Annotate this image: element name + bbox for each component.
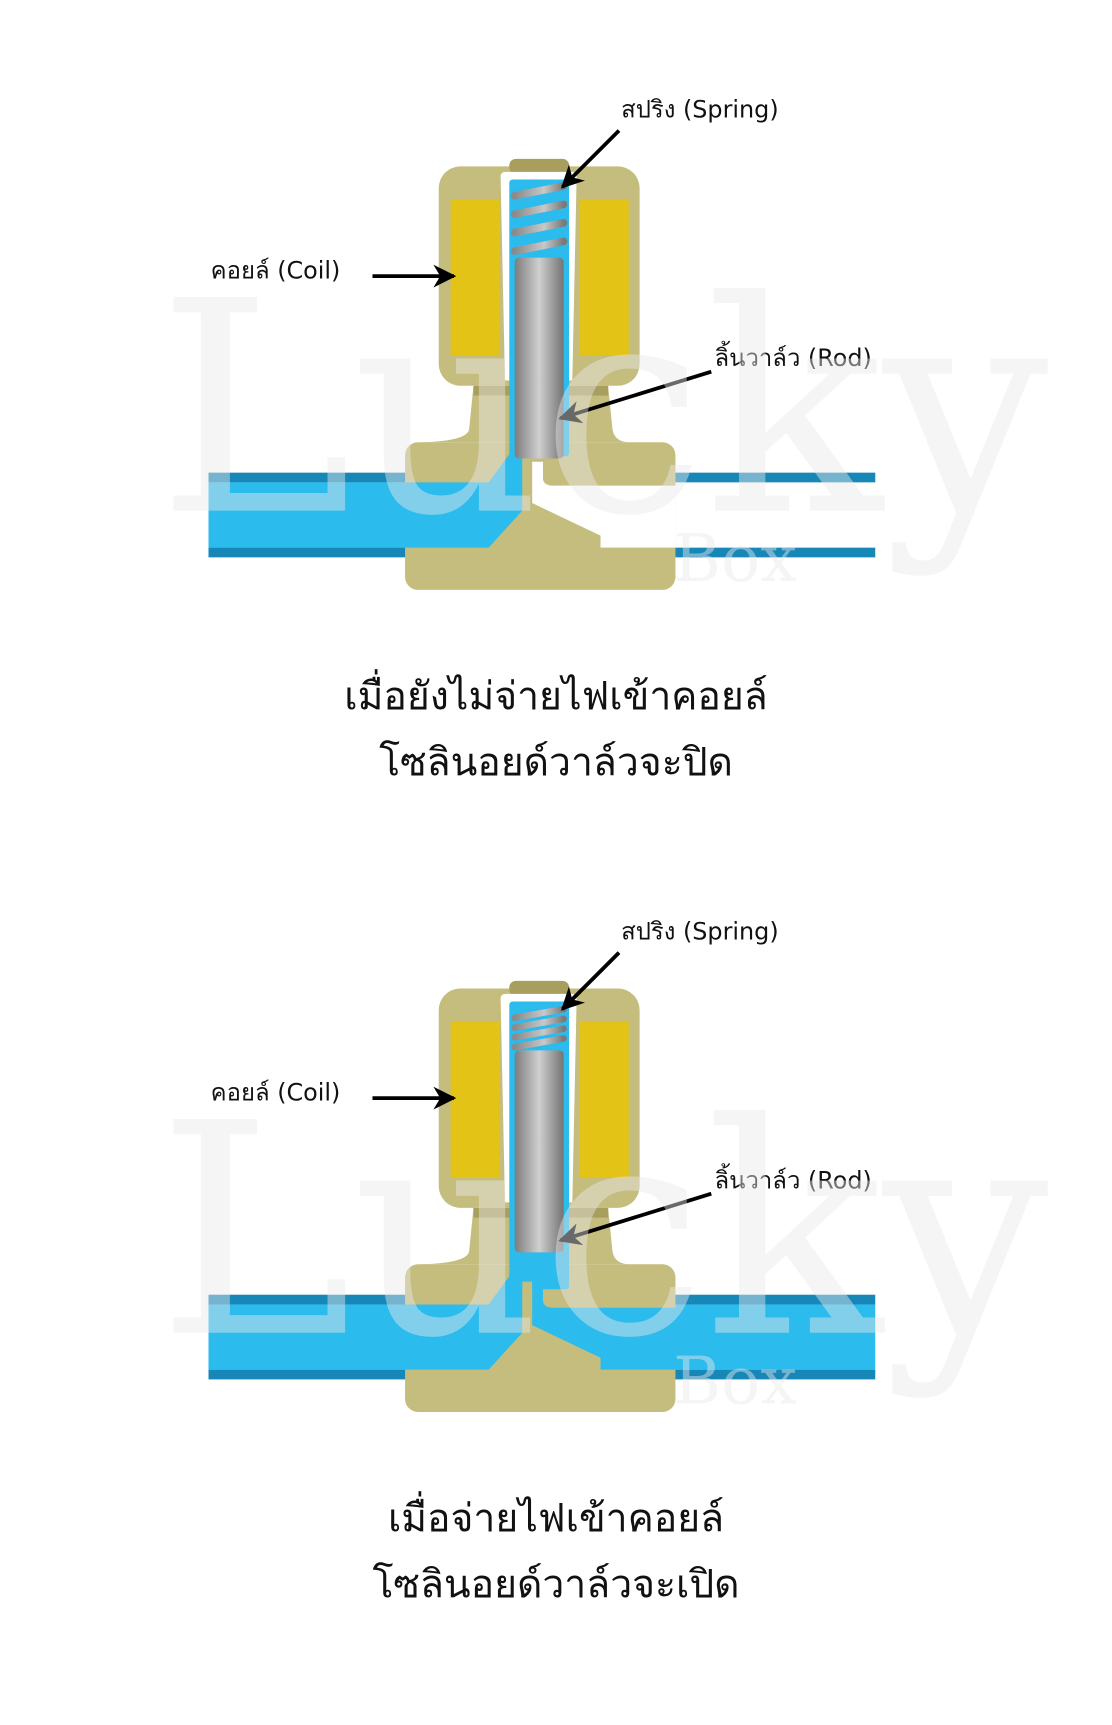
coil-right <box>579 198 629 356</box>
outlet-pipe-top-wall <box>651 472 876 483</box>
tube-cap <box>509 980 570 997</box>
inlet-water <box>208 454 523 548</box>
rod-arrow <box>558 1191 712 1246</box>
coil-right <box>579 1021 629 1178</box>
rod <box>514 257 564 459</box>
rod-label: ลิ้นวาล์ว (Rod) <box>715 1163 872 1194</box>
tube-cap <box>509 158 570 175</box>
caption-line-1: เมื่อจ่ายไฟเข้าคอยล์ <box>388 1490 724 1541</box>
watermark-lucky: Lucky <box>157 240 1048 581</box>
spring <box>510 182 568 255</box>
rod-arrow <box>558 369 712 424</box>
coil-label: คอยล์ (Coil) <box>211 256 341 284</box>
rod <box>514 1050 564 1253</box>
caption-line-1: เมื่อยังไม่จ่ายไฟเข้าคอยล์ <box>344 668 768 719</box>
valve-stem <box>522 1281 533 1333</box>
spring-arrow <box>560 951 621 1011</box>
caption-line-2: โซลินอยด์วาล์วจะเปิด <box>372 1563 739 1608</box>
spring-arrow <box>560 129 621 189</box>
watermark-box: Box <box>673 522 797 597</box>
outlet-pipe-bottom-wall <box>651 547 876 558</box>
spring-label: สปริง (Spring) <box>621 918 778 946</box>
watermark-box: Box <box>673 1344 797 1419</box>
inlet-pipe-top-wall <box>208 472 426 483</box>
inlet-pipe-top-wall <box>208 1294 426 1305</box>
outlet-empty-channel <box>532 461 676 548</box>
inlet-pipe-bottom-wall <box>208 1369 426 1380</box>
outlet-pipe-interior <box>675 482 876 548</box>
outlet-pipe-water <box>675 1304 876 1370</box>
caption-line-2: โซลินอยด์วาล์วจะปิด <box>379 741 733 786</box>
watermark-lucky: Lucky <box>157 1062 1048 1403</box>
valve-open-diagram: สปริง (Spring) คอยล์ (Coil) ลิ้นวาล์ว (R… <box>157 918 1048 1608</box>
coil-left <box>450 198 500 356</box>
spring-compressed <box>511 1005 567 1051</box>
coil-label: คอยล์ (Coil) <box>211 1078 341 1106</box>
coil-left <box>450 1021 500 1178</box>
inlet-pipe-bottom-wall <box>208 547 426 558</box>
valve-body-lower <box>405 442 676 590</box>
valve-stem <box>522 458 533 511</box>
valve-closed-diagram: สปริง (Spring) คอยล์ (Coil) ลิ้นวาล์ว (R… <box>157 96 1048 786</box>
outlet-pipe-bottom-wall <box>651 1369 876 1380</box>
inlet-water <box>208 1276 523 1370</box>
spring-label: สปริง (Spring) <box>621 96 778 124</box>
outlet-water <box>532 1283 676 1370</box>
outlet-pipe-top-wall <box>651 1294 876 1305</box>
rod-label: ลิ้นวาล์ว (Rod) <box>715 341 872 372</box>
valve-body-lower <box>405 1264 676 1412</box>
